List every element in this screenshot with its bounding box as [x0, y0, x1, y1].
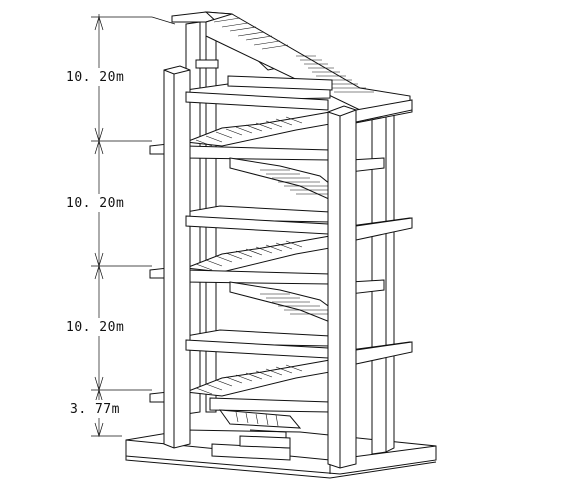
level-2-lower-treads [260, 169, 344, 195]
bottom-flight-treads [235, 411, 279, 427]
dim-label-3: 10. 20m [66, 320, 124, 335]
dim-label-4: 3. 77m [70, 402, 120, 417]
floor-level-2 [149, 111, 385, 205]
dimension-arrows [94, 15, 104, 438]
front-beams [185, 91, 413, 365]
dim-label-1: 10. 20m [66, 70, 124, 85]
level-3-treads [195, 240, 303, 271]
dim-label-2: 10. 20m [66, 196, 124, 211]
level-3-lower-treads [260, 293, 338, 315]
level-2-treads [195, 116, 303, 147]
front-columns [163, 65, 357, 469]
level-4-treads [195, 364, 303, 395]
